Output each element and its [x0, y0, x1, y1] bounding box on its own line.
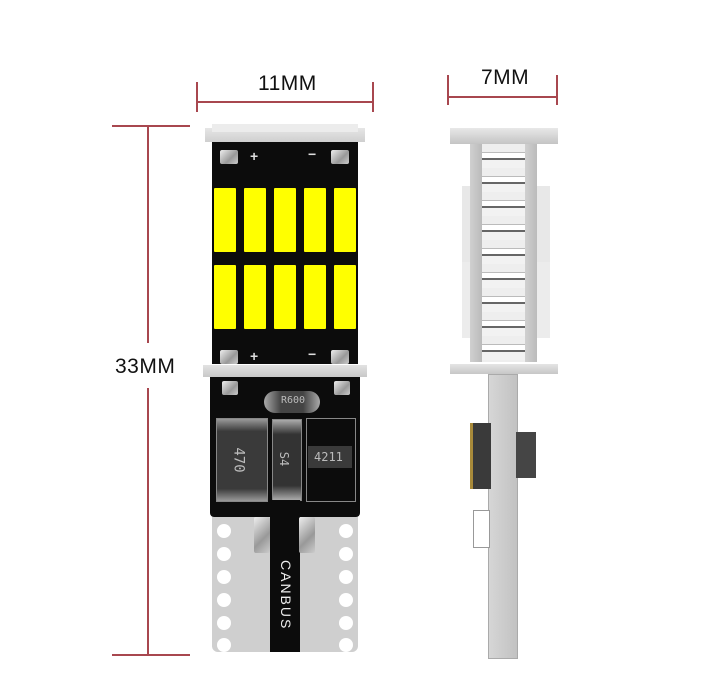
led-chip	[274, 188, 296, 252]
polarity-minus-bottom: −	[308, 346, 317, 362]
base-hole	[339, 616, 353, 630]
led-chip	[334, 265, 356, 329]
front-base-strip	[270, 500, 300, 652]
base-hole	[217, 570, 231, 584]
resistor-component	[264, 391, 320, 413]
side-middle-cap	[450, 364, 558, 374]
width-dim-left-tick	[196, 82, 198, 112]
led-chip	[214, 188, 236, 252]
side-component-small	[473, 510, 490, 548]
canbus-label: CANBUS	[278, 560, 294, 631]
side-component-left	[470, 423, 491, 489]
height-dim-top-tick	[112, 125, 190, 127]
led-chip	[244, 265, 266, 329]
base-hole	[217, 524, 231, 538]
depth-dim-label: 7MM	[481, 66, 530, 89]
side-top-cap	[450, 128, 558, 144]
base-hole	[339, 547, 353, 561]
led-chip	[304, 188, 326, 252]
depth-dim-left-tick	[447, 75, 449, 105]
width-dim-label: 11MM	[258, 72, 317, 95]
side-wedge-base	[488, 374, 518, 659]
base-hole	[217, 547, 231, 561]
depth-dim-line	[447, 96, 558, 98]
led-chip	[244, 188, 266, 252]
side-rail-right	[525, 144, 537, 362]
base-hole	[339, 524, 353, 538]
height-dim-line-upper	[147, 125, 149, 343]
inductor-label: 470	[230, 447, 247, 473]
ic-label: 4211	[314, 450, 343, 464]
polarity-minus-top: −	[308, 146, 317, 162]
base-hole	[339, 593, 353, 607]
inductor-component	[216, 418, 268, 502]
front-solder-pad	[331, 350, 349, 364]
polarity-plus-top: +	[250, 148, 259, 164]
resistor-label: R600	[281, 395, 306, 406]
side-led-stack	[482, 144, 525, 362]
height-dim-bottom-tick	[112, 654, 190, 656]
led-chip	[334, 188, 356, 252]
base-hole	[217, 638, 231, 652]
led-chip	[304, 265, 326, 329]
front-solder-pad	[220, 350, 238, 364]
side-component-right	[516, 432, 536, 478]
base-hole	[339, 638, 353, 652]
height-dim-label: 33MM	[115, 355, 176, 378]
front-led-pcb	[212, 142, 358, 364]
contact-pad-right	[299, 517, 315, 553]
front-top-cap-ridge	[212, 124, 358, 132]
diode-label: S4	[277, 451, 292, 467]
base-hole	[339, 570, 353, 584]
led-chip	[214, 265, 236, 329]
led-chip	[274, 265, 296, 329]
polarity-plus-bottom: +	[250, 348, 259, 364]
height-dim-line-lower	[147, 388, 149, 656]
front-solder-pad	[222, 381, 238, 395]
side-rail-left	[470, 144, 482, 362]
ic-body	[308, 446, 352, 468]
base-hole	[217, 593, 231, 607]
contact-pad-left	[254, 517, 270, 553]
front-solder-pad	[334, 381, 350, 395]
depth-dim-right-tick	[556, 75, 558, 105]
front-solder-pad	[331, 150, 349, 164]
base-hole	[217, 616, 231, 630]
ic-component	[306, 418, 356, 502]
front-middle-cap	[203, 365, 367, 377]
width-dim-right-tick	[372, 82, 374, 112]
width-dim-line	[196, 101, 374, 103]
front-solder-pad	[220, 150, 238, 164]
